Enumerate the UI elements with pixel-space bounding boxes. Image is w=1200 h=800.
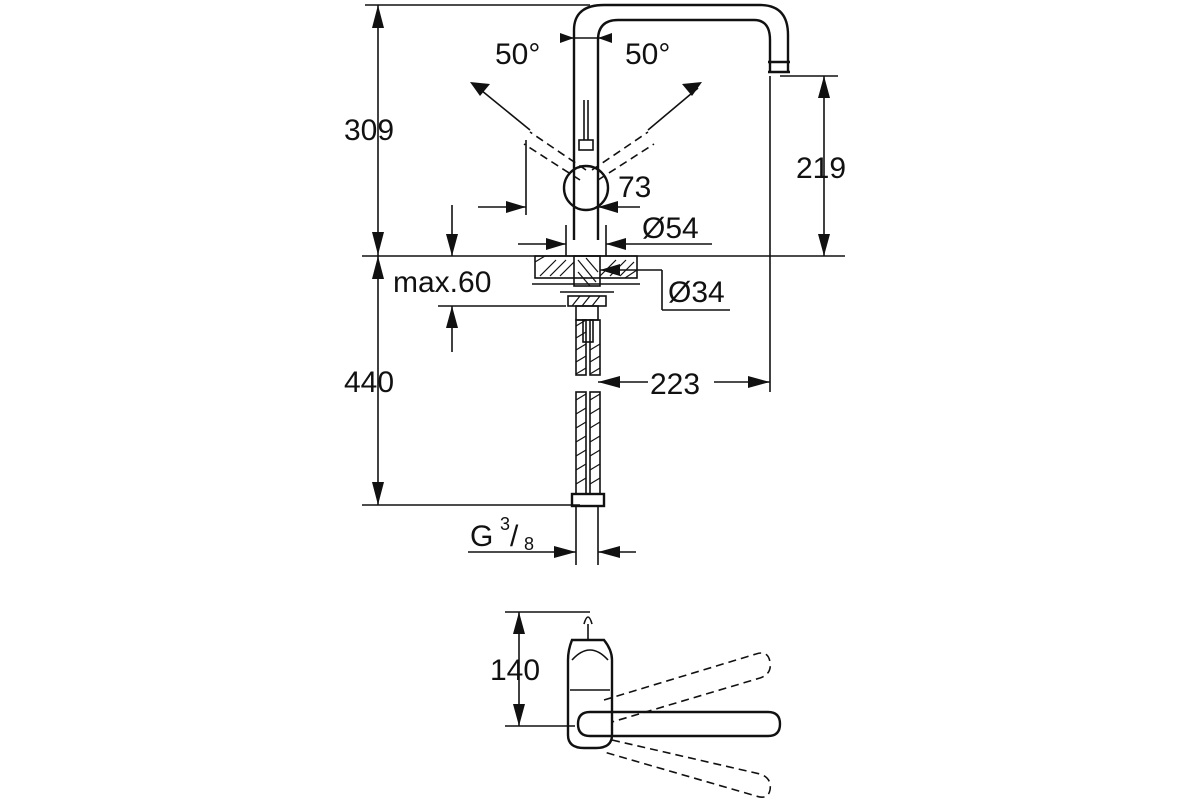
angle-top-arrows bbox=[560, 33, 612, 43]
connection-label: G bbox=[470, 520, 493, 553]
connection-slash: / bbox=[510, 520, 519, 553]
angle-left-label: 50° bbox=[495, 38, 540, 71]
reach-dimension bbox=[598, 76, 771, 392]
spout-height-dimension bbox=[780, 75, 838, 256]
max-deck-dimension bbox=[438, 205, 566, 352]
angle-right-label: 50° bbox=[625, 38, 670, 71]
top-view-depth-label: 140 bbox=[490, 654, 540, 687]
connection-denominator: 8 bbox=[524, 534, 534, 554]
lever-swing bbox=[470, 82, 702, 181]
connection-numerator: 3 bbox=[500, 514, 510, 534]
lever-offset-dimension bbox=[478, 140, 640, 215]
max-deck-label: max.60 bbox=[393, 266, 491, 299]
supply-hoses bbox=[570, 319, 606, 565]
connection-dimension bbox=[468, 546, 636, 558]
base-diameter-dimension bbox=[518, 225, 712, 256]
top-view bbox=[505, 611, 782, 798]
lever-offset-label: 73 bbox=[618, 171, 651, 204]
spout-height-label: 219 bbox=[796, 152, 846, 185]
spout bbox=[572, 3, 790, 240]
reach-label: 223 bbox=[650, 368, 700, 401]
below-length-label: 440 bbox=[344, 366, 394, 399]
left-dimension-line bbox=[362, 4, 590, 506]
hole-diameter-dimension bbox=[600, 264, 730, 311]
total-height-label: 309 bbox=[344, 114, 394, 147]
lever-sphere bbox=[562, 164, 610, 212]
mounting-block bbox=[532, 255, 640, 321]
hole-diameter-label: Ø34 bbox=[668, 276, 725, 309]
base-diameter-label: Ø54 bbox=[642, 212, 699, 245]
